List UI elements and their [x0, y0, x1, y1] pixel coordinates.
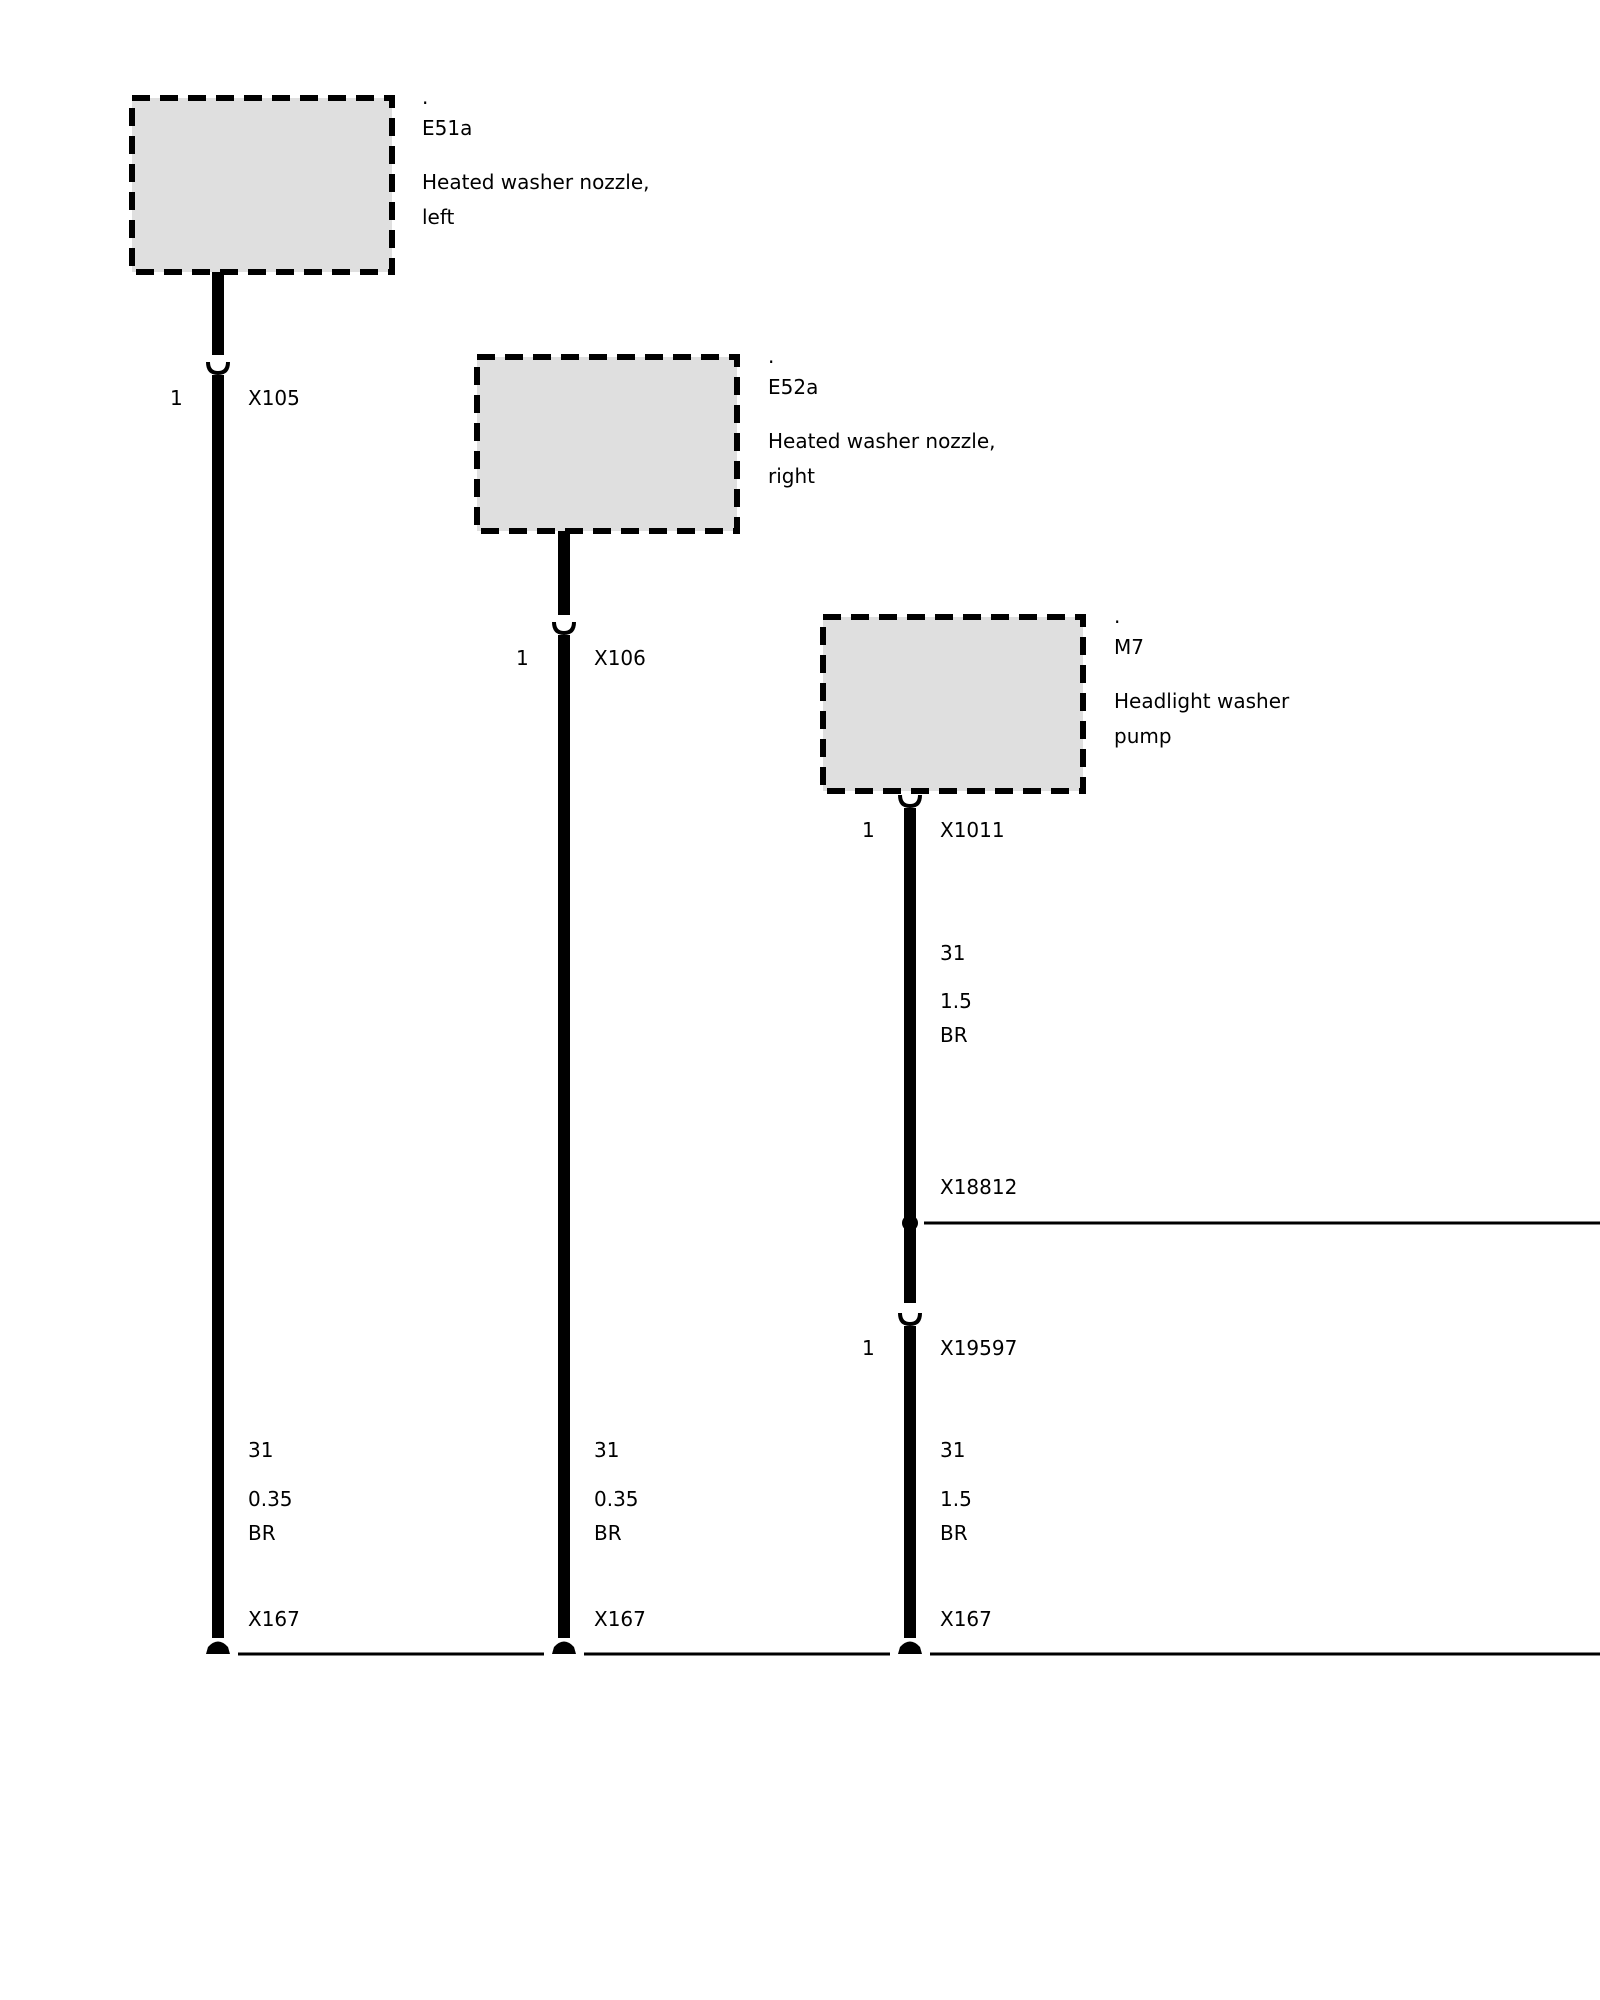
- ground-x167-label: X167: [248, 1607, 300, 1631]
- connector-x19597-pin: 1: [862, 1336, 875, 1360]
- connector-x1011-plug-icon: [898, 794, 922, 809]
- component-e51a-dot: .: [422, 85, 428, 109]
- component-m7-box[interactable]: [820, 614, 1086, 794]
- connector-x19597-id: X19597: [940, 1336, 1017, 1360]
- ground-terminal-icon: [206, 1641, 230, 1654]
- component-e51a-desc-line2: left: [422, 205, 455, 229]
- wire-m7-splice-color: BR: [940, 1023, 968, 1047]
- component-m7-id: M7: [1114, 635, 1144, 659]
- wire-e52a-color: BR: [594, 1521, 622, 1545]
- wire-e52a-circuit: 31: [594, 1438, 619, 1462]
- component-m7-desc-line2: pump: [1114, 724, 1172, 748]
- component-m7-desc-line1: Headlight washer: [1114, 689, 1290, 713]
- component-e52a-desc-line1: Heated washer nozzle,: [768, 429, 996, 453]
- component-m7-dot: .: [1114, 604, 1120, 628]
- ground-x167-label: X167: [594, 1607, 646, 1631]
- component-e51a-id: E51a: [422, 116, 472, 140]
- wire-e51a-color: BR: [248, 1521, 276, 1545]
- wire-e51a-gauge: 0.35: [248, 1487, 293, 1511]
- connector-x106-pin: 1: [516, 646, 529, 670]
- ground-terminal-icon: [552, 1641, 576, 1654]
- connector-x19597-plug-icon: [898, 1312, 922, 1327]
- wire-m7-splice-gauge: 1.5: [940, 989, 972, 1013]
- component-e52a-dot: .: [768, 344, 774, 368]
- component-e51a-box[interactable]: [129, 95, 395, 275]
- component-e52a-box[interactable]: [474, 354, 740, 534]
- wire-m7-splice-circuit: 31: [940, 941, 965, 965]
- splice-x18812-id: X18812: [940, 1175, 1017, 1199]
- wire-e51a-circuit: 31: [248, 1438, 273, 1462]
- splice-x18812-node[interactable]: [902, 1215, 918, 1231]
- wire-m7-ground-gauge: 1.5: [940, 1487, 972, 1511]
- component-e52a-id: E52a: [768, 375, 818, 399]
- connector-x105-pin: 1: [170, 386, 183, 410]
- connector-x106-id: X106: [594, 646, 646, 670]
- connector-x105-id: X105: [248, 386, 300, 410]
- ground-x167-label: X167: [940, 1607, 992, 1631]
- wire-e52a-gauge: 0.35: [594, 1487, 639, 1511]
- ground-terminal-icon: [898, 1641, 922, 1654]
- connector-x1011-pin: 1: [862, 818, 875, 842]
- connector-x1011-id: X1011: [940, 818, 1005, 842]
- component-e52a-desc-line2: right: [768, 464, 815, 488]
- connector-x106-plug-icon: [552, 621, 576, 636]
- connector-x105-plug-icon: [206, 361, 230, 376]
- wire-m7-ground-color: BR: [940, 1521, 968, 1545]
- component-e51a-desc-line1: Heated washer nozzle,: [422, 170, 650, 194]
- wire-m7-ground-circuit: 31: [940, 1438, 965, 1462]
